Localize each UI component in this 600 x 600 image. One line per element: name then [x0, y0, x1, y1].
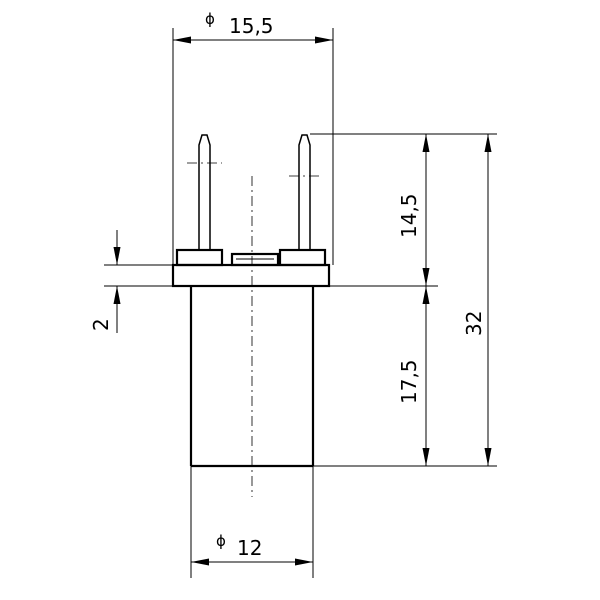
- outer-diameter-symbol: ϕ: [205, 10, 215, 28]
- arrowhead: [295, 558, 313, 566]
- pin-height-label: 14,5: [397, 193, 421, 238]
- inner-diameter-label: 12: [237, 536, 262, 560]
- arrowhead: [113, 247, 121, 265]
- total-height-label: 32: [462, 311, 486, 336]
- part-outline: [171, 134, 331, 468]
- dim-outer-diameter: ϕ 15,5: [172, 10, 334, 265]
- arrowhead: [422, 448, 430, 466]
- dim-total-height: 32: [462, 134, 492, 466]
- outer-diameter-label: 15,5: [229, 14, 274, 38]
- flange: [171, 263, 331, 288]
- arrowhead: [173, 36, 191, 44]
- dim-heights-inner: 14,5 17,5: [310, 133, 497, 467]
- inner-diameter-symbol: ϕ: [216, 532, 226, 550]
- right-boss: [278, 248, 327, 267]
- arrowhead: [191, 558, 209, 566]
- arrowhead: [422, 134, 430, 152]
- arrowhead: [315, 36, 333, 44]
- center-lines: [187, 162, 322, 497]
- arrowhead: [113, 286, 121, 304]
- dim-flange-thickness: 2: [89, 230, 173, 333]
- body-height-label: 17,5: [397, 359, 421, 404]
- left-boss: [175, 248, 224, 267]
- arrowhead: [484, 134, 492, 152]
- arrowhead: [484, 448, 492, 466]
- left-pin: [198, 134, 211, 250]
- flange-thickness-label: 2: [89, 318, 113, 331]
- center-boss: [230, 252, 280, 267]
- right-pin: [298, 134, 311, 250]
- arrowhead: [422, 286, 430, 304]
- dim-inner-diameter: ϕ 12: [190, 466, 314, 578]
- arrowhead: [422, 268, 430, 286]
